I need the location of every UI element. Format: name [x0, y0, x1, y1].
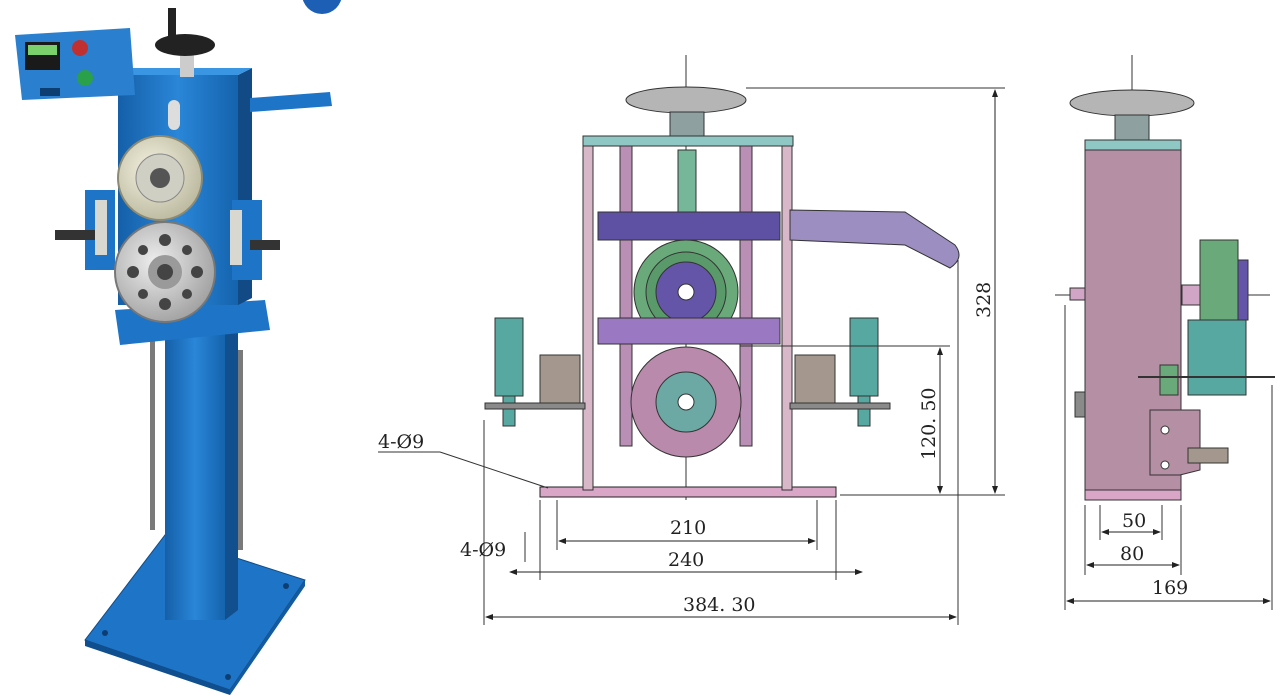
handwheel-icon: [155, 8, 215, 77]
dimension-210: 210: [670, 517, 706, 539]
lower-roller-icon: [114, 221, 216, 323]
side-view-drawing: [1055, 55, 1275, 610]
dimension-384: 384. 30: [683, 594, 756, 616]
machine-photo: [15, 0, 342, 695]
dimension-50: 50: [1122, 510, 1146, 532]
dimension-328: 328: [973, 282, 995, 318]
display-panel-icon: [15, 28, 135, 100]
hole-label-bottom: 4-Ø9: [460, 539, 506, 561]
upper-roller-icon: [117, 135, 203, 221]
dimension-240: 240: [668, 549, 704, 571]
dimension-120: 120. 50: [918, 387, 940, 460]
hole-label-top: 4-Ø9: [378, 431, 424, 453]
dimension-169: 169: [1152, 577, 1188, 599]
front-view-drawing: [378, 55, 1005, 625]
corner-badge-icon: [302, 0, 342, 14]
dimension-80: 80: [1120, 543, 1144, 565]
